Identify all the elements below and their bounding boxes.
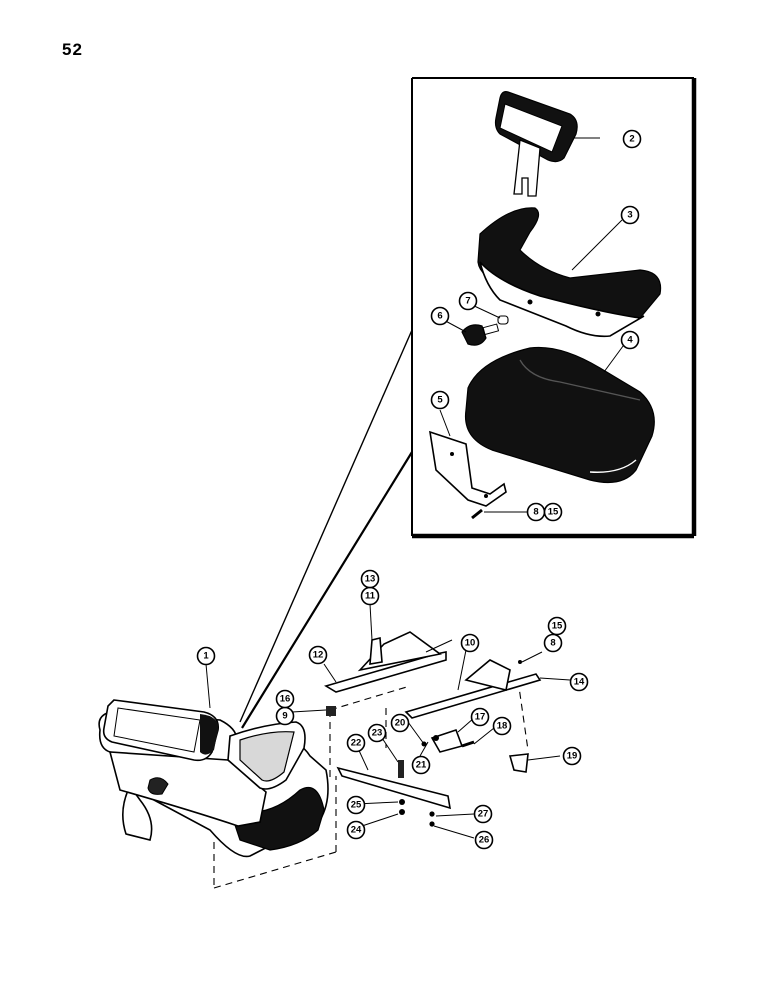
callout-10-label: 10 [465,638,476,649]
callout-25: 25 [346,795,366,815]
bolt-18-part [461,740,475,748]
callout-22-label: 22 [351,738,362,749]
backrest-bracket-part [429,430,507,507]
callout-15-inset: 15 [543,502,563,522]
callout-8-inset-label: 8 [533,507,538,518]
callout-7-label: 7 [465,296,470,307]
callout-23-label: 23 [372,728,383,739]
callout-15-inset-label: 15 [548,507,559,518]
callout-13: 13 [360,569,380,589]
inset-frame [411,77,697,539]
knob-part [461,323,500,346]
callout-9: 9 [275,706,295,726]
callout-27: 27 [473,804,493,824]
page-number: 52 [62,40,83,59]
callout-7: 7 [458,291,478,311]
callout-27-label: 27 [478,809,489,820]
inset-screw-part [471,508,483,520]
bracket-17-part [430,728,464,753]
assembly-dashed-lines [213,679,529,889]
seat-cushion-part [464,346,655,483]
callout-18: 18 [492,716,512,736]
callout-1-label: 1 [203,651,209,662]
callout-14: 14 [569,672,589,692]
callout-11: 11 [360,586,380,606]
callout-15-rail: 15 [547,616,567,636]
callout-20-label: 20 [395,718,406,729]
callout-10: 10 [460,633,480,653]
callout-23: 23 [367,723,387,743]
callout-6: 6 [430,306,450,326]
callout-21-label: 21 [416,760,427,771]
armrest-shell-part [477,207,662,338]
callout-24-label: 24 [351,825,362,836]
callout-3: 3 [620,205,640,225]
callout-18-label: 18 [497,721,508,732]
seat-rail-upper-part [324,631,447,693]
bolt-9-part [326,706,336,716]
callout-5-label: 5 [437,395,443,406]
callout-25-label: 25 [351,800,362,811]
callout-12: 12 [308,645,328,665]
inset-pointer-lines [239,329,413,729]
callout-2-label: 2 [629,134,634,145]
callout-9-label: 9 [282,711,287,722]
callout-13-label: 13 [365,574,376,585]
callout-26-label: 26 [479,835,490,846]
callout-24: 24 [346,820,366,840]
callout-8-rail-label: 8 [550,638,555,649]
callout-16: 16 [275,689,295,709]
callout-4-label: 4 [627,335,633,346]
support-bar-part [336,766,451,810]
bolt-23-part [398,760,404,778]
callout-2: 2 [622,129,642,149]
seat-assembly-part [98,699,329,858]
back-cushion-part [494,91,578,197]
callout-14-label: 14 [574,677,585,688]
callout-17-label: 17 [475,712,486,723]
callout-19-label: 19 [567,751,578,762]
callout-11-label: 11 [365,591,376,602]
callout-21: 21 [411,755,431,775]
callout-12-label: 12 [313,650,324,661]
callout-8-rail: 8 [543,633,563,653]
callout-1: 1 [196,646,216,666]
callout-8-inset: 8 [526,502,546,522]
callout-16-label: 16 [280,694,291,705]
bracket-19-part [508,753,529,773]
callout-15-rail-label: 15 [552,621,563,632]
seat-rail-lower-part [404,659,542,719]
callout-5: 5 [430,390,450,410]
callout-22: 22 [346,733,366,753]
washers-parts [399,660,522,827]
spacer-part [497,315,509,325]
callout-4: 4 [620,330,640,350]
callout-19: 19 [562,746,582,766]
callout-17: 17 [470,707,490,727]
callout-26: 26 [474,830,494,850]
callout-6-label: 6 [437,311,442,322]
callout-20: 20 [390,713,410,733]
callout-3-label: 3 [627,210,632,221]
